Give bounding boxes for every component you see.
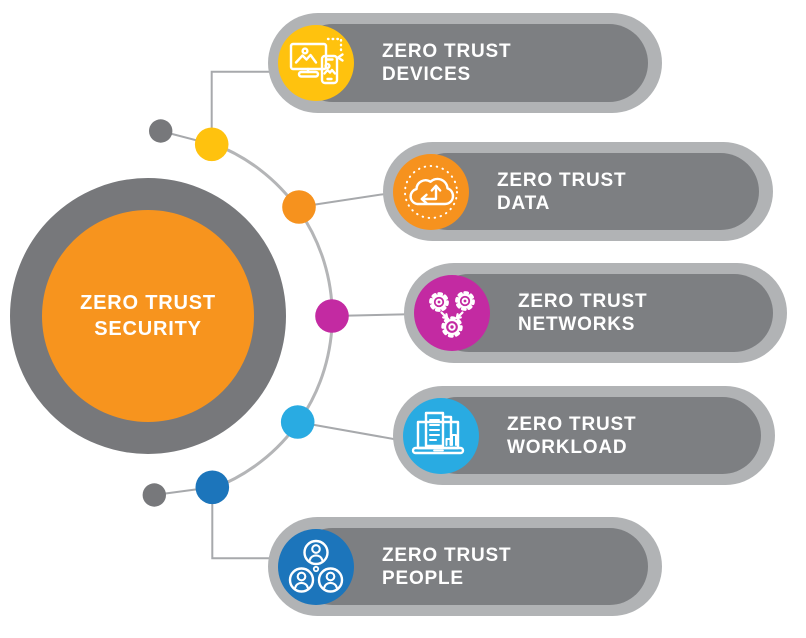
dot-gray-top [149, 119, 173, 143]
branch-people-label-line1: ZERO TRUST [382, 544, 512, 566]
cloud-data-icon [393, 153, 469, 230]
dot-devices [194, 127, 229, 162]
branch-devices-label-line2: DEVICES [382, 64, 472, 85]
connector-people-elbow [211, 487, 288, 560]
dot-data [282, 190, 316, 224]
branch-workload: ZERO TRUST WORKLOAD [393, 386, 775, 485]
center-label-line1: ZERO TRUST [80, 292, 216, 314]
dot-people [195, 470, 230, 505]
branch-data-label-line1: ZERO TRUST [497, 169, 627, 191]
branch-data-label: ZERO TRUST DATA [497, 169, 626, 215]
branch-workload-label-line2: WORKLOAD [507, 436, 628, 458]
center-label-line2: SECURITY [94, 318, 202, 340]
branch-networks: ZERO TRUST NETWORKS [404, 263, 787, 363]
branch-devices-label-line1: ZERO TRUST [382, 41, 512, 62]
branch-networks-label: ZERO TRUST NETWORKS [518, 290, 647, 336]
branch-workload-label-line1: ZERO TRUST [507, 413, 637, 435]
branch-devices: ZERO TRUST DEVICES [268, 13, 662, 113]
branch-people-label-line2: PEOPLE [382, 567, 464, 589]
laptop-workload-icon [403, 397, 479, 474]
branch-networks-label-line2: NETWORKS [518, 314, 636, 335]
connector-workload [297, 421, 403, 442]
branch-people-label: ZERO TRUST PEOPLE [382, 544, 511, 590]
dot-workload [280, 405, 315, 439]
branch-networks-label-line1: ZERO TRUST [518, 291, 648, 312]
devices-icon [278, 25, 354, 101]
branch-data-label-line2: DATA [497, 192, 551, 214]
dot-gray-bottom [142, 483, 166, 507]
connector-devices-elbow [210, 70, 288, 145]
center-node: ZERO TRUST SECURITY [10, 178, 286, 454]
branch-people: ZERO TRUST PEOPLE [268, 517, 662, 616]
dot-networks [315, 299, 349, 333]
center-label: ZERO TRUST SECURITY [80, 290, 216, 342]
gears-network-icon [414, 275, 490, 351]
branch-workload-label: ZERO TRUST WORKLOAD [507, 413, 636, 459]
people-group-icon [278, 528, 354, 605]
branch-devices-label: ZERO TRUST DEVICES [382, 40, 511, 86]
branch-data: ZERO TRUST DATA [383, 142, 773, 241]
